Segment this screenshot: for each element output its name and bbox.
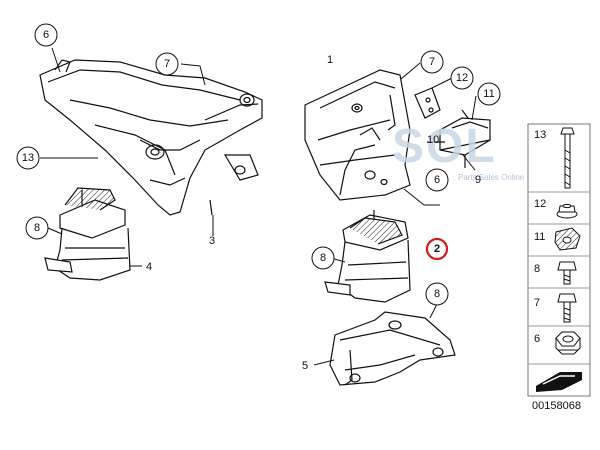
leader-line [403, 188, 425, 206]
leader-line [313, 359, 335, 366]
label-10: 10 [427, 134, 439, 146]
panel-number-12: 12 [534, 198, 546, 210]
callout-6-right: 6 [425, 168, 449, 192]
callout-13-left: 13 [16, 146, 40, 170]
panel-number-8: 8 [534, 263, 540, 275]
callout-2-highlighted[interactable]: 2 [425, 237, 449, 261]
leader-line [429, 303, 438, 319]
label-4: 4 [146, 261, 152, 273]
callout-6-top-text: 6 [43, 29, 49, 41]
callout-8-left: 8 [25, 216, 49, 240]
leader-line [199, 65, 206, 86]
leader-line [431, 77, 453, 89]
callout-7-right: 7 [420, 50, 444, 74]
callout-12-text: 12 [456, 72, 468, 84]
callout-2-text: 2 [434, 243, 440, 255]
label-3: 3 [209, 235, 215, 247]
hex-nut-icon [555, 331, 581, 355]
label-1: 1 [327, 54, 333, 66]
callout-8-middle: 8 [311, 246, 335, 270]
callout-11-text: 11 [483, 88, 494, 100]
callout-8-lower-text: 8 [434, 288, 440, 300]
watermark-text: SOL [392, 120, 497, 173]
engine-carrier-bracket [39, 59, 263, 216]
long-bolt-icon [560, 127, 575, 189]
callout-12: 12 [450, 66, 474, 90]
watermark-subtext: Parts Sales Online [458, 173, 525, 182]
clip-nut-icon [554, 227, 581, 251]
callout-13-left-text: 13 [22, 152, 34, 164]
callout-8-middle-text: 8 [320, 252, 326, 264]
leader-line [462, 154, 476, 171]
diagram-id: 00158068 [532, 400, 581, 412]
medium-bolt-icon [557, 293, 577, 323]
watermark-logo: SOL Parts Sales Online [392, 120, 525, 182]
callout-7-left-text: 7 [164, 58, 170, 70]
flange-nut-icon [556, 203, 578, 219]
small-holder-bracket [414, 87, 441, 119]
short-bolt-icon [557, 261, 577, 285]
leader-line [51, 47, 61, 73]
panel-number-13: 13 [534, 129, 546, 141]
callout-6-top: 6 [34, 23, 58, 47]
engine-mount-right [324, 210, 411, 303]
callout-8-left-text: 8 [34, 222, 40, 234]
callout-11: 11 [477, 82, 501, 106]
label-5: 5 [302, 360, 308, 372]
rubber-buffer [427, 109, 491, 168]
engine-support-bracket [304, 69, 411, 201]
leader-line [47, 227, 63, 235]
direction-arrow-icon [536, 372, 582, 392]
label-9: 9 [475, 174, 481, 186]
callout-6-right-text: 6 [434, 174, 440, 186]
leader-line [180, 63, 201, 67]
panel-number-6: 6 [534, 333, 540, 345]
panel-number-11: 11 [534, 231, 545, 243]
leader-line [400, 62, 421, 80]
leader-line [471, 95, 477, 121]
callout-8-lower: 8 [425, 282, 449, 306]
callout-7-left: 7 [155, 52, 179, 76]
callout-7-right-text: 7 [429, 56, 435, 68]
panel-number-7: 7 [534, 297, 540, 309]
engine-mount-left [44, 187, 131, 281]
fastener-panel: 13 12 11 8 7 [527, 123, 591, 397]
lower-support-bracket [329, 311, 456, 386]
